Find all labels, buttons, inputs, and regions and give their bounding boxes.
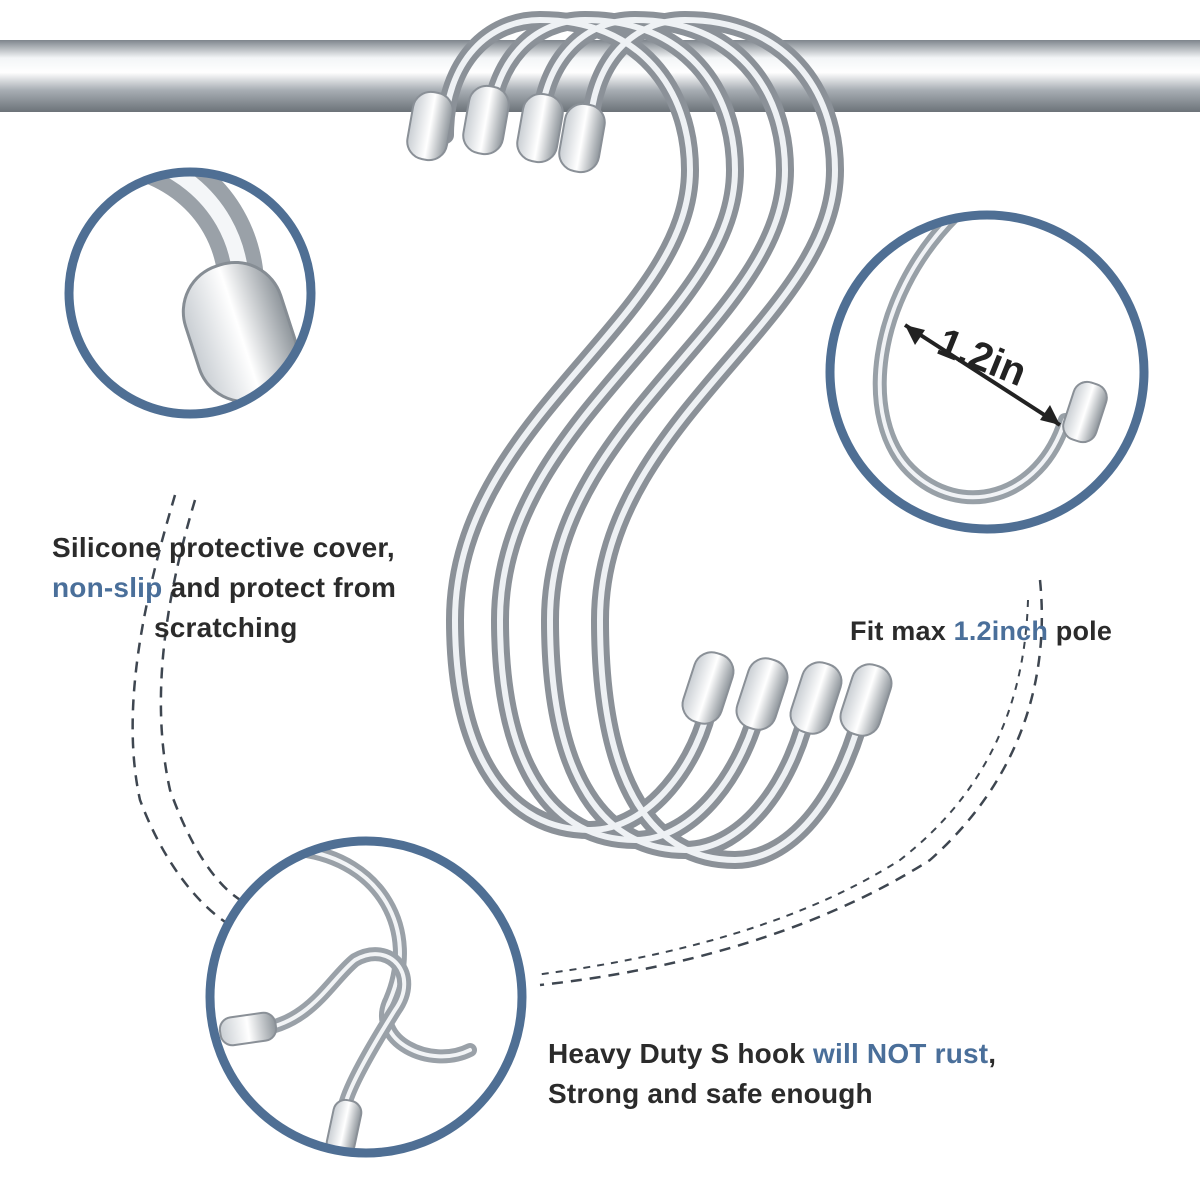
caption-heavy-duty: Heavy Duty S hook will NOT rust, Strong … [548, 1034, 1148, 1114]
caption-heavy-line2: Strong and safe enough [548, 1078, 873, 1109]
dimension-arrow [903, 323, 1062, 427]
caption-silicone-line2: non-slip and protect from [52, 568, 472, 608]
caption-fit-suffix: pole [1048, 616, 1113, 646]
caption-fit-pole: Fit max 1.2inch pole [850, 611, 1180, 651]
caption-silicone-accent: non-slip [52, 572, 163, 603]
caption-silicone-line2-rest: and protect from [162, 572, 397, 603]
s-hooks [436, 10, 874, 870]
caption-heavy-accent: will NOT rust [813, 1038, 989, 1069]
caption-silicone-line1: Silicone protective cover, [52, 532, 395, 563]
caption-fit-prefix: Fit max [850, 616, 954, 646]
bottom-caps [681, 651, 893, 737]
detail-circle-silicone-cap [64, 167, 316, 419]
caption-heavy-line1: Heavy Duty S hook will NOT rust, [548, 1034, 1148, 1074]
caption-silicone-line3: scratching [154, 612, 298, 643]
top-caps [406, 84, 606, 174]
caption-heavy-suffix: , [988, 1038, 997, 1069]
dashed-connectors [131, 494, 1044, 987]
caption-silicone-cover: Silicone protective cover, non-slip and … [52, 528, 472, 648]
detail-circle-interlocked-hooks [205, 836, 527, 1158]
caption-fit-accent: 1.2inch [953, 616, 1049, 646]
caption-heavy-prefix: Heavy Duty S hook [548, 1038, 814, 1069]
detail-circle-pole-size [825, 210, 1149, 534]
